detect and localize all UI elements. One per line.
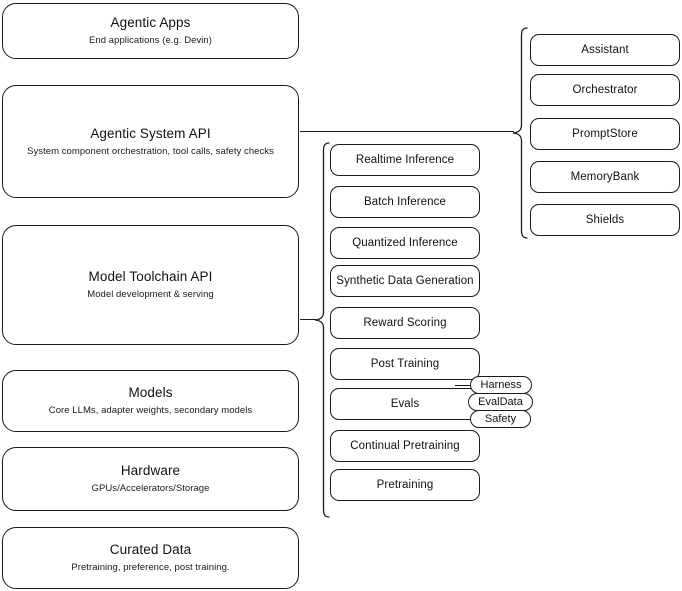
toolchain-chip-batch-inference[interactable]: Batch Inference <box>330 185 480 218</box>
layer-card-hardware[interactable]: Hardware GPUs/Accelerators/Storage <box>2 447 299 511</box>
connector-toolchain-api-to-brace <box>300 319 316 321</box>
connector-evals-to-harness <box>455 385 473 387</box>
layer-card-curated-data[interactable]: Curated Data Pretraining, preference, po… <box>2 527 299 589</box>
layer-card-agentic-apps[interactable]: Agentic Apps End applications (e.g. Devi… <box>2 3 299 59</box>
system-chip-shields[interactable]: Shields <box>530 204 680 236</box>
toolchain-chip-evals[interactable]: Evals <box>330 388 480 420</box>
toolchain-chip-reward-scoring[interactable]: Reward Scoring <box>330 306 480 339</box>
system-chip-memorybank[interactable]: MemoryBank <box>530 161 680 193</box>
layer-card-agentic-system-api[interactable]: Agentic System API System component orch… <box>2 85 299 198</box>
system-chip-orchestrator[interactable]: Orchestrator <box>530 74 680 106</box>
eval-tag-safety[interactable]: Safety <box>470 410 531 428</box>
toolchain-chip-pretraining[interactable]: Pretraining <box>330 469 480 501</box>
toolchain-chip-continual-pretraining[interactable]: Continual Pretraining <box>330 429 480 462</box>
layer-title: Agentic Apps <box>110 15 191 30</box>
layer-title: Models <box>128 385 173 400</box>
connector-system-api-to-brace <box>300 131 514 133</box>
layer-card-models[interactable]: Models Core LLMs, adapter weights, secon… <box>2 370 299 432</box>
layer-subtitle: System component orchestration, tool cal… <box>27 145 274 157</box>
brace-toolchain-components <box>314 141 330 519</box>
system-chip-promptstore[interactable]: PromptStore <box>530 118 680 150</box>
brace-system-components <box>512 26 528 240</box>
layer-subtitle: Pretraining, preference, post training. <box>71 562 230 573</box>
layer-title: Curated Data <box>109 542 192 557</box>
toolchain-chip-realtime-inference[interactable]: Realtime Inference <box>330 144 480 176</box>
toolchain-chip-post-training[interactable]: Post Training <box>330 348 480 380</box>
toolchain-chip-synthetic-data-generation[interactable]: Synthetic Data Generation <box>330 265 480 297</box>
layer-subtitle: GPUs/Accelerators/Storage <box>91 483 210 494</box>
system-chip-assistant[interactable]: Assistant <box>530 34 680 66</box>
layer-subtitle: Core LLMs, adapter weights, secondary mo… <box>48 405 253 416</box>
layer-subtitle: Model development & serving <box>87 289 214 300</box>
layer-card-model-toolchain-api[interactable]: Model Toolchain API Model development & … <box>2 225 299 345</box>
eval-tag-evaldata[interactable]: EvalData <box>468 393 533 411</box>
layer-title: Agentic System API <box>90 125 211 141</box>
layer-title: Hardware <box>120 463 181 478</box>
layer-title: Model Toolchain API <box>88 269 213 284</box>
toolchain-chip-quantized-inference[interactable]: Quantized Inference <box>330 227 480 259</box>
eval-tag-harness[interactable]: Harness <box>470 376 532 394</box>
layer-subtitle: End applications (e.g. Devin) <box>89 35 212 46</box>
